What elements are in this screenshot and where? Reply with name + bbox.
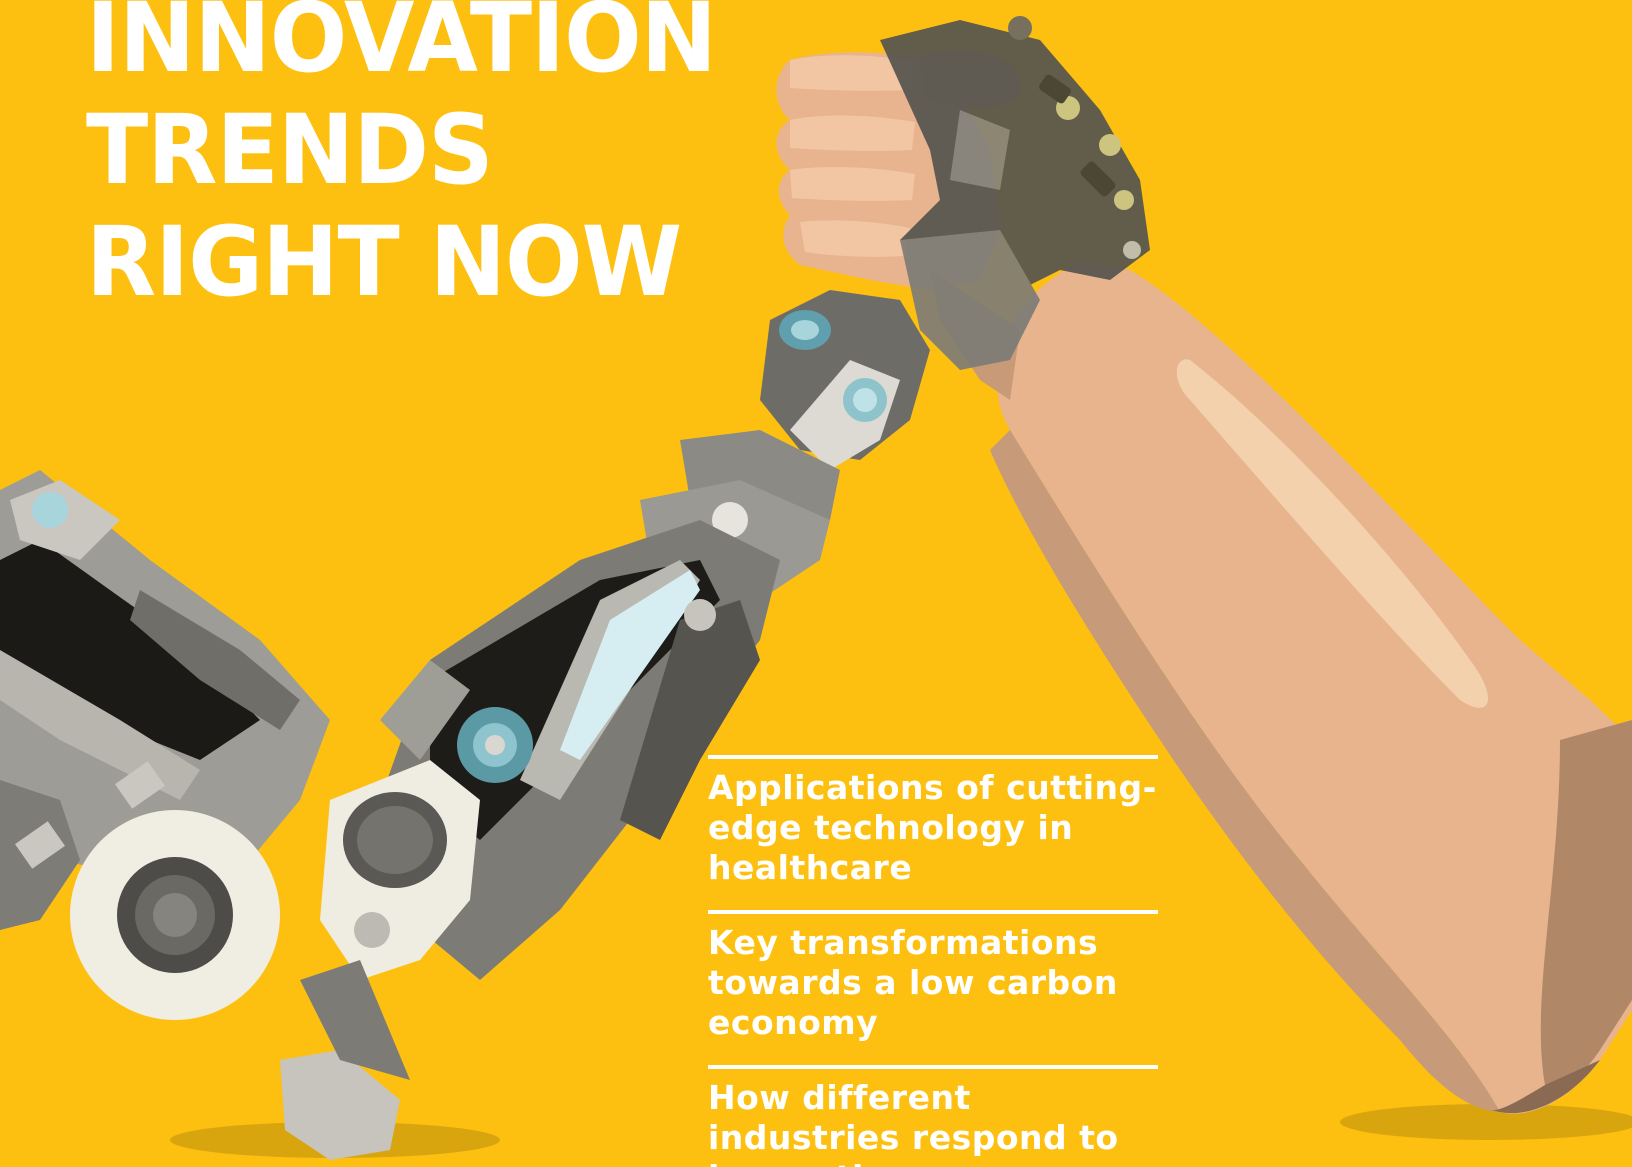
headline-line-3: RIGHT NOW — [86, 206, 682, 318]
robot-elbow — [280, 760, 480, 1160]
headline-line-1: INNOVATION — [86, 0, 717, 94]
topic-item: How different industries respond to inno… — [708, 1065, 1158, 1167]
robot-upper-arm — [0, 470, 330, 1020]
robot-hand — [880, 16, 1150, 370]
headline: INNOVATION TRENDS RIGHT NOW — [86, 0, 717, 318]
topic-text: Key transformations towards a low carbon… — [708, 923, 1118, 1042]
topic-item: Key transformations towards a low carbon… — [708, 910, 1158, 1043]
headline-line-2: TRENDS — [86, 94, 494, 206]
topic-list: Applications of cutting-edge technology … — [708, 755, 1158, 1167]
topic-item: Applications of cutting-edge technology … — [708, 755, 1158, 888]
robot-forearm — [380, 290, 930, 980]
topic-text: How different industries respond to inno… — [708, 1078, 1119, 1167]
topic-text: Applications of cutting-edge technology … — [708, 768, 1157, 887]
